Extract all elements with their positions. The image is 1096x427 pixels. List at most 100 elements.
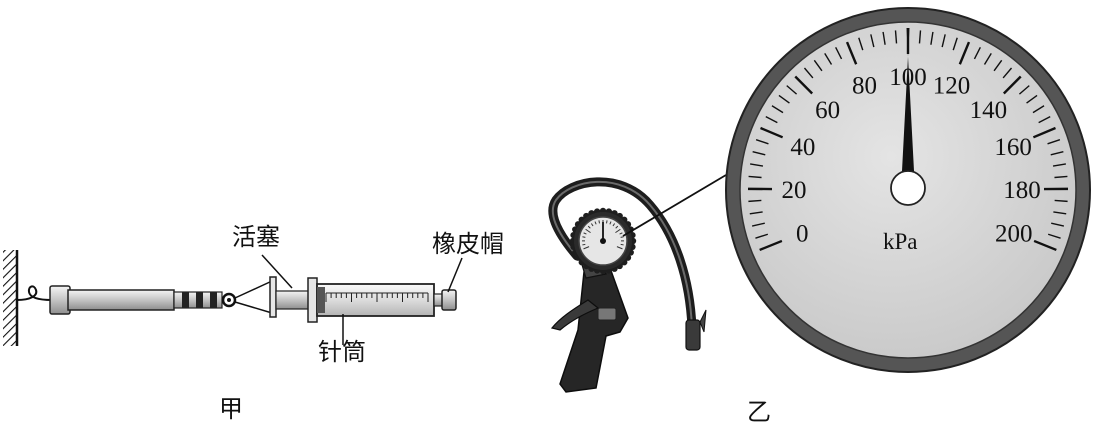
gauge-trigger [550, 299, 600, 331]
dial-minor-tick [771, 105, 784, 114]
dial-minor-tick [983, 53, 992, 65]
small-gauge-tick [619, 232, 623, 235]
scale-ring-inner [227, 298, 231, 302]
spring-scale-body [67, 289, 175, 311]
barrel-flange [307, 277, 318, 323]
syringe-scale [325, 292, 429, 302]
label-rubber-cap: 橡皮帽 [432, 230, 504, 258]
dial-minor-tick [993, 59, 1003, 72]
small-gauge-tick [615, 228, 621, 234]
dial-minor-tick [1053, 211, 1067, 215]
plunger-head [317, 287, 325, 313]
dial-minor-tick [882, 31, 886, 45]
dial-minor-tick [1047, 139, 1061, 145]
dial-tick-label: 60 [815, 97, 840, 124]
dial-tick-label: 0 [796, 221, 809, 248]
dial-minor-tick [1002, 67, 1013, 79]
gauge-handle-plate [597, 307, 617, 321]
syringe-barrel [316, 283, 435, 317]
figure-b-apparatus [548, 174, 727, 393]
dial-needle-pointer [901, 28, 915, 190]
small-gauge-tick [606, 220, 608, 224]
small-gauge-tick [582, 236, 586, 238]
caption-figure-b: 乙 [747, 398, 771, 426]
dial-major-tick [760, 126, 784, 139]
dial-minor-tick [1047, 233, 1061, 239]
dial-minor-tick [750, 163, 764, 167]
piston-rod [275, 290, 311, 310]
dial-minor-tick [930, 31, 934, 45]
dial-minor-tick [973, 46, 981, 60]
dial-tick-label: 120 [933, 73, 971, 100]
dial-tick-label: 160 [994, 134, 1032, 161]
wall [3, 250, 16, 346]
leader-piston [261, 254, 293, 289]
dial-minor-tick [1026, 94, 1038, 104]
dial-hub [890, 170, 926, 206]
spring-scale-band-1 [182, 292, 189, 308]
dial-minor-tick [918, 30, 922, 44]
small-gauge-tick [620, 236, 624, 238]
dial-minor-tick [1032, 105, 1045, 114]
small-gauge-tick [594, 221, 597, 225]
dial-tick-label: 200 [995, 221, 1033, 248]
dial-numbers: 020406080100120140160180200 [782, 64, 1041, 248]
small-gauge-tick [587, 225, 591, 229]
dial-minor-tick [752, 151, 766, 156]
string-bottom [234, 301, 273, 314]
dial-major-tick [845, 41, 858, 65]
gauge-handle [559, 267, 629, 393]
small-gauge-tick [583, 232, 587, 235]
small-gauge-hub [600, 238, 606, 244]
dial-minor-tick [1018, 85, 1030, 95]
dial-minor-tick [952, 37, 958, 51]
small-gauge-tick [616, 246, 623, 250]
dial-minor-tick [755, 233, 769, 239]
dial-minor-tick [941, 34, 946, 48]
dial-tick-label: 20 [782, 177, 807, 204]
dial-tick-label: 40 [790, 134, 815, 161]
small-gauge-tick [583, 246, 590, 250]
dial-minor-tick [870, 34, 875, 48]
rubber-cap [441, 289, 457, 311]
dial-major-tick [794, 75, 814, 95]
dial-minor-tick [1054, 199, 1068, 203]
spring-scale-end-cap [49, 285, 71, 315]
air-chuck [685, 319, 701, 351]
dial-needle [901, 28, 915, 190]
gauge-hose-highlight [551, 180, 693, 329]
spring-scale-band-3 [210, 292, 217, 308]
dial-minor-tick [803, 67, 814, 79]
small-gauge-tick [582, 243, 586, 246]
dial-minor-tick [748, 199, 762, 203]
dial-minor-tick [778, 94, 790, 104]
small-gauge-tick [615, 225, 619, 229]
dial-minor-tick [858, 37, 864, 51]
figure-a-apparatus: 活塞 橡皮帽 针筒 [3, 223, 504, 366]
dial-minor-tick [835, 46, 843, 60]
dial-minor-tick [1038, 116, 1051, 124]
dial-minor-tick [1052, 163, 1066, 167]
dial-minor-tick [751, 222, 765, 227]
piston-flange [269, 276, 277, 318]
dial-minor-tick [894, 30, 898, 44]
dial-major-tick [958, 41, 971, 65]
dial-minor-tick [1050, 151, 1064, 156]
pressure-dial: 020406080100120140160180200 kPa [725, 7, 1091, 373]
string-top [234, 280, 273, 299]
dial-minor-tick [824, 53, 833, 65]
dial-minor-tick [748, 175, 762, 179]
air-chuck-tip [699, 309, 707, 333]
small-gauge-tick [612, 223, 616, 227]
small-gauge-tick [609, 221, 612, 225]
dial-tick-label: 180 [1003, 177, 1041, 204]
label-piston: 活塞 [232, 223, 280, 251]
dial-unit: kPa [883, 229, 918, 254]
magnifier-leader [622, 174, 727, 237]
dial-major-tick [1002, 75, 1022, 95]
dial-minor-tick [749, 211, 763, 215]
dial-major-tick [1032, 126, 1056, 139]
dial-tick-label: 80 [852, 73, 877, 100]
dial-minor-tick [1051, 222, 1065, 227]
